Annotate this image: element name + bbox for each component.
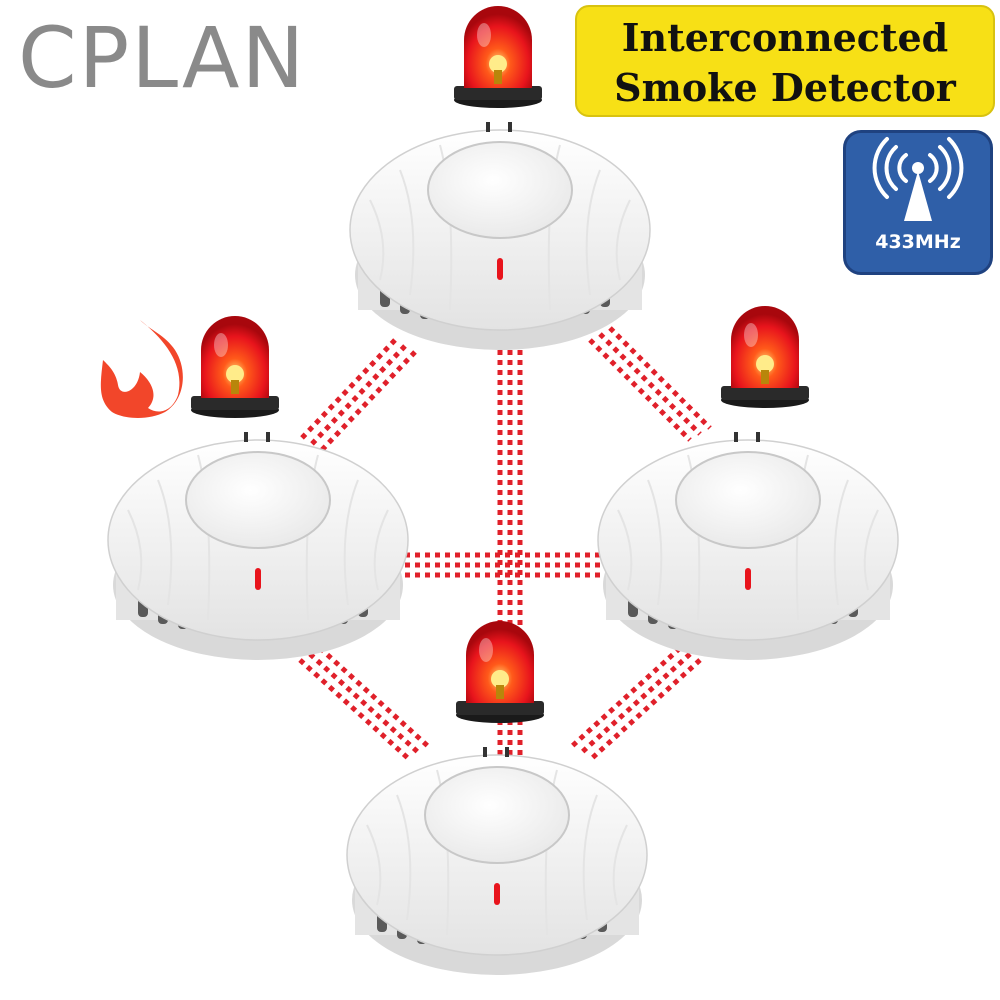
alarm-siren-icon [456, 621, 544, 723]
link-left-bottom [298, 658, 412, 762]
alarm-siren-icon [721, 306, 809, 408]
link-top-left [298, 338, 397, 442]
title-line-2: Smoke Detector [614, 65, 956, 110]
frequency-badge: 433MHz [843, 130, 993, 275]
alarm-siren-icon [191, 316, 279, 418]
wireless-antenna-icon [872, 137, 964, 221]
smoke-detector-left [107, 431, 409, 661]
smoke-detector-right [597, 431, 899, 661]
frequency-label: 433MHz [875, 231, 961, 253]
brand-logo: CPLAN [18, 9, 307, 107]
title-line-1: Interconnected [621, 15, 949, 60]
link-right-bottom [588, 658, 702, 762]
smoke-detector-top [349, 121, 651, 351]
fire-icon [100, 320, 183, 418]
link-top-right [588, 338, 692, 442]
alarm-siren-icon [454, 6, 542, 108]
smoke-detector-bottom [346, 746, 648, 976]
title-banner: Interconnected Smoke Detector [575, 5, 995, 117]
